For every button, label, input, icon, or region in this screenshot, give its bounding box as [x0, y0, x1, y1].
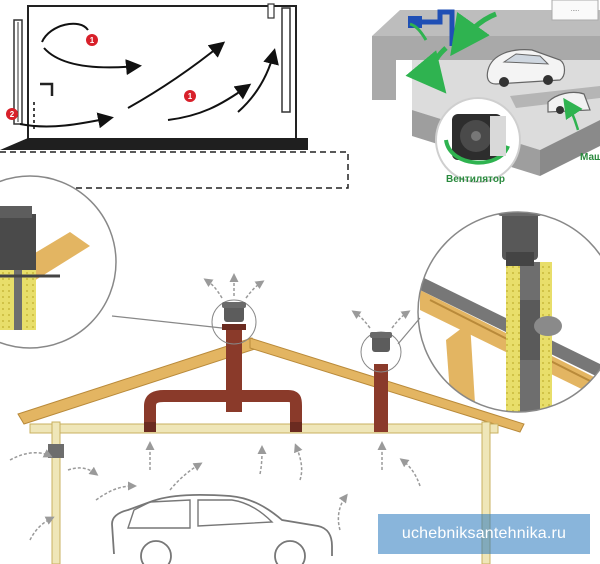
badge-1: 1 [86, 34, 98, 46]
badge-1b: 1 [184, 90, 196, 102]
roof-left [17, 337, 259, 425]
left-detail-magnifier [0, 175, 223, 349]
air-arrow [95, 481, 137, 501]
air-arrow [29, 516, 55, 541]
air-arrow [203, 278, 223, 299]
right-exhaust-slot [281, 7, 291, 113]
green-airflow-arrow [409, 22, 428, 41]
air-arrow [351, 310, 371, 329]
dashed-outline [0, 151, 349, 189]
fan-label: Вентилятор [446, 174, 505, 185]
airflow-arrow [19, 112, 114, 129]
green-airflow-arrow [563, 97, 583, 131]
right-detail-magnifier [397, 211, 600, 413]
wall-sign [551, 0, 599, 21]
air-arrow [257, 445, 267, 475]
airflow-arrow [41, 22, 89, 43]
secondary-exhaust-duct [360, 331, 402, 432]
badge-2: 2 [6, 108, 18, 120]
air-arrow [245, 280, 265, 299]
ceiling-beam [29, 423, 499, 434]
left-wall-post [51, 421, 61, 564]
airflow-arrow [127, 41, 226, 109]
airflow-arrow [237, 48, 279, 113]
air-arrow [9, 449, 53, 461]
air-arrow [294, 443, 303, 481]
badge-1-label: 1 [90, 36, 95, 45]
inlet-vent [48, 444, 64, 458]
wall-sign-text: ..... [571, 7, 580, 13]
floor-slab [0, 138, 308, 150]
watermark: uchebniksantehnika.ru [378, 514, 590, 554]
air-arrow [67, 466, 99, 476]
car-icon-top [486, 49, 566, 87]
fan-bubble [435, 97, 521, 183]
badge-2-label: 2 [10, 110, 15, 119]
airflow-arrow [167, 83, 252, 121]
badge-1b-label: 1 [188, 92, 193, 101]
air-arrow [391, 310, 411, 329]
car-outline-icon [111, 494, 333, 564]
green-airflow-arrow [405, 46, 448, 94]
floorplan-wall-outline [27, 5, 297, 141]
floorplan-diagram: 1 1 2 [0, 3, 349, 189]
main-exhaust-duct [144, 324, 302, 432]
garage-3d-illustration: ..... Вентилятор Маш [372, 0, 600, 185]
air-arrow [399, 458, 421, 487]
airflow-arrow [43, 47, 142, 76]
main-roof-deflector [211, 299, 257, 345]
green-airflow-arrow [450, 11, 497, 57]
garage-floor [412, 60, 600, 150]
air-arrow [337, 493, 348, 531]
partial-car-label: Маш [580, 152, 600, 163]
air-arrow [169, 462, 203, 491]
garage-cross-section [9, 273, 525, 564]
right-wall-post [481, 421, 491, 564]
